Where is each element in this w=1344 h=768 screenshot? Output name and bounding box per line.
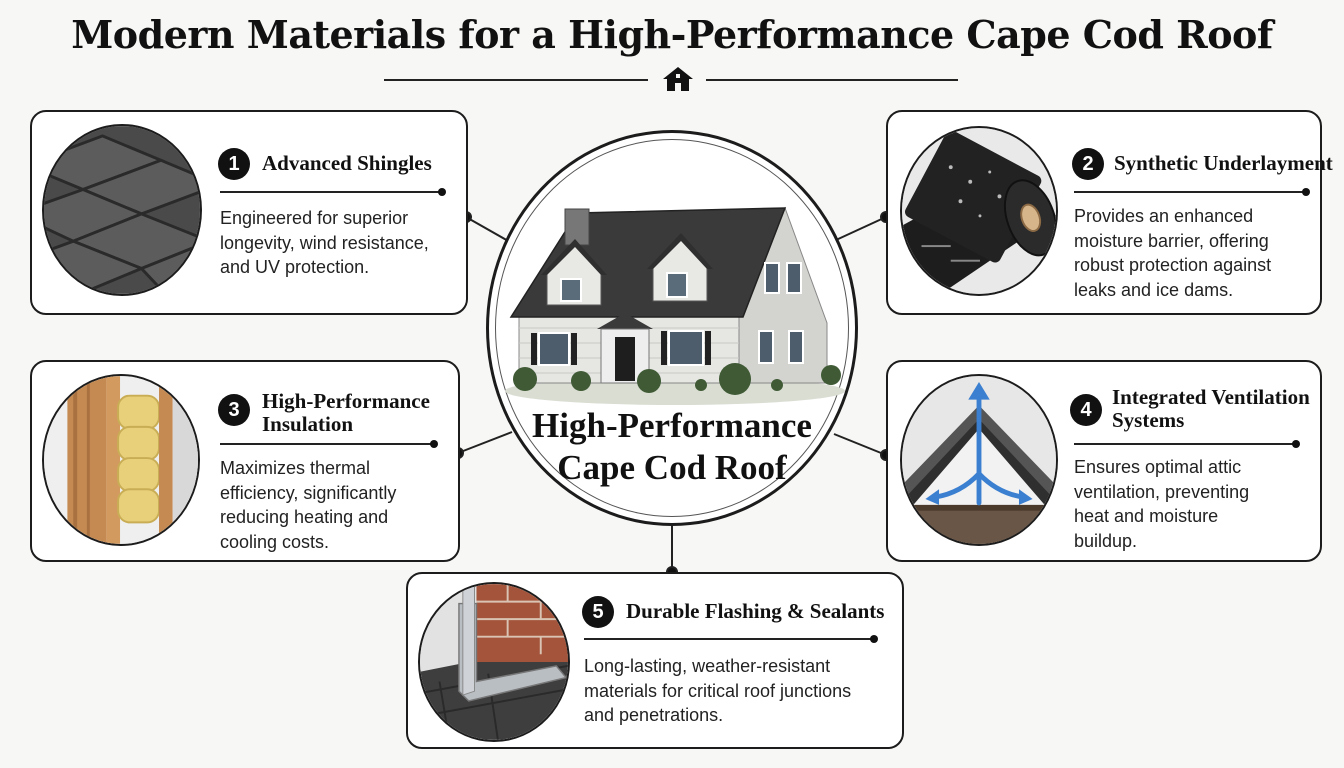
card-description-line: moisture barrier, offering xyxy=(1074,230,1269,251)
card-description-line: cooling costs. xyxy=(220,531,330,552)
center-label-line: High-Performance xyxy=(532,406,812,445)
page-title: Modern Materials for a High-Performance … xyxy=(71,12,1273,57)
card-description-line: Maximizes thermal xyxy=(220,458,371,478)
card-heading-rule xyxy=(1074,188,1310,196)
card-description: Provides an enhanced moisture barrier, o… xyxy=(1074,204,1271,302)
card-description-line: Long-lasting, weather-resistant xyxy=(584,656,831,676)
step-number-badge: 5 xyxy=(582,596,614,628)
synthetic-underlayment-roll-icon xyxy=(900,126,1058,296)
card-description: Maximizes thermal efficiency, significan… xyxy=(220,456,396,554)
card-high-performance-insulation: 3 High-Performance Insulation Maximizes … xyxy=(30,360,460,562)
card-description-line: leaks and ice dams. xyxy=(1074,279,1234,300)
cape-cod-house-illustration xyxy=(505,206,845,405)
card-description-line: heat and moisture xyxy=(1074,506,1219,526)
center-hub: High-Performance Cape Cod Roof xyxy=(486,130,858,526)
card-description: Long-lasting, weather-resistant material… xyxy=(584,654,851,728)
card-heading-line: Systems xyxy=(1112,408,1185,432)
card-heading: Synthetic Underlayment xyxy=(1114,152,1333,175)
card-heading-line: Integrated Ventilation xyxy=(1112,385,1310,409)
card-durable-flashing: 5 Durable Flashing & Sealants Long-lasti… xyxy=(406,572,904,749)
title-rule-right xyxy=(706,79,958,81)
ridge-ventilation-icon xyxy=(900,374,1058,546)
card-description-line: reducing heating and xyxy=(220,507,389,527)
card-description-line: ventilation, preventing xyxy=(1074,481,1250,502)
card-description-line: Provides an enhanced xyxy=(1074,206,1254,226)
card-heading: Durable Flashing & Sealants xyxy=(626,600,884,623)
card-heading-rule xyxy=(1074,440,1300,448)
card-heading-rule xyxy=(220,440,438,448)
card-heading-rule xyxy=(220,188,446,196)
card-description: Engineered for superior longevity, wind … xyxy=(220,206,429,280)
card-heading-line: Synthetic Underlayment xyxy=(1114,151,1333,175)
card-description-line: materials for critical roof junctions xyxy=(584,680,852,701)
card-synthetic-underlayment: 2 Synthetic Underlayment Provides an enh… xyxy=(886,110,1333,315)
card-description-line: and UV protection. xyxy=(220,257,370,277)
center-label: High-Performance Cape Cod Roof xyxy=(489,405,855,489)
card-heading-rule xyxy=(584,635,878,643)
card-description-line: efficiency, significantly xyxy=(220,482,397,503)
card-advanced-shingles: 1 Advanced Shingles Engineered for super… xyxy=(30,110,468,315)
card-heading-line: Advanced Shingles xyxy=(262,151,432,175)
card-heading-line: Durable Flashing & Sealants xyxy=(626,599,885,623)
house-icon xyxy=(662,66,694,97)
card-heading-line: High-Performance xyxy=(262,389,430,413)
step-number-badge: 4 xyxy=(1070,394,1102,426)
step-number-badge: 2 xyxy=(1072,148,1104,180)
card-heading: High-Performance Insulation xyxy=(262,390,430,436)
step-number-badge: 1 xyxy=(218,148,250,180)
wall-insulation-icon xyxy=(42,374,200,546)
card-heading: Advanced Shingles xyxy=(262,152,432,175)
center-label-line: Cape Cod Roof xyxy=(557,448,787,487)
card-description-line: robust protection against xyxy=(1074,255,1272,275)
title-rule-left xyxy=(384,79,648,81)
card-integrated-ventilation: 4 Integrated Ventilation Systems Ensures… xyxy=(886,360,1322,562)
card-description-line: Engineered for superior xyxy=(220,208,409,228)
asphalt-shingles-icon xyxy=(42,124,202,296)
card-heading: Integrated Ventilation Systems xyxy=(1112,386,1310,432)
chimney-flashing-icon xyxy=(418,582,570,742)
card-description-line: Ensures optimal attic xyxy=(1074,457,1242,477)
card-description-line: and penetrations. xyxy=(584,705,724,725)
card-description: Ensures optimal attic ventilation, preve… xyxy=(1074,455,1249,553)
card-heading-line: Insulation xyxy=(262,412,354,436)
step-number-badge: 3 xyxy=(218,394,250,426)
card-description-line: buildup. xyxy=(1074,530,1138,551)
card-description-line: longevity, wind resistance, xyxy=(220,232,429,253)
